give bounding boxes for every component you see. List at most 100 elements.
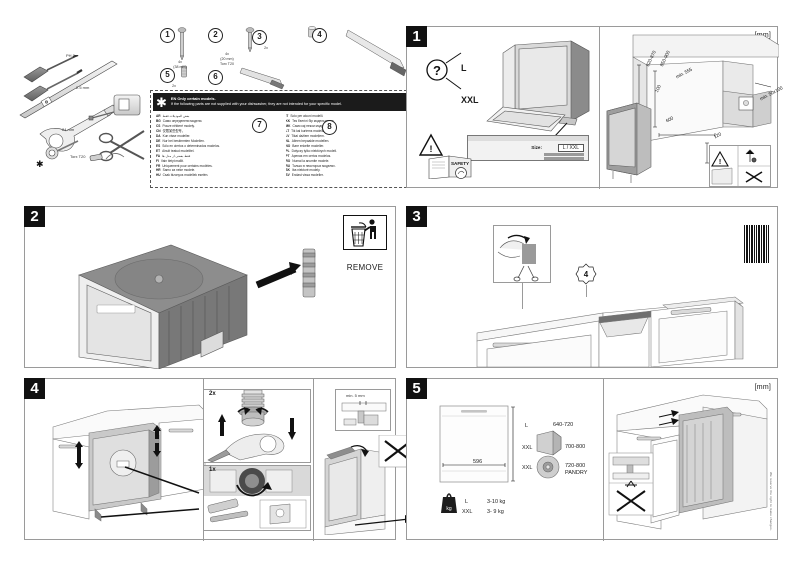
weight-size-xxl: XXL <box>462 509 473 515</box>
barcode <box>744 225 769 263</box>
remove-indicator: REMOVE <box>343 215 387 272</box>
note-body: If the following parts are not supplied … <box>170 102 342 107</box>
step-1-panel: 1 [mm] ? L XXL <box>406 26 783 189</box>
callout-1x: 1x <box>209 467 216 473</box>
step-5-panel: 5 [mm] 596 L 640-720 XXL 700-800 XXL 720… <box>406 378 778 541</box>
part-callout-2: 2 <box>208 28 223 43</box>
svg-text:kg: kg <box>446 506 452 512</box>
rating-plate: Size: L / XXL <box>467 135 589 161</box>
step-5-number: 5 <box>406 378 427 399</box>
part-callout-8: 8 <box>322 120 337 135</box>
part-4-callout-marker: 4 <box>575 263 597 285</box>
weight-range-xxl: 3- 9 kg <box>487 509 504 515</box>
part-3-qty: 2x <box>264 46 268 50</box>
size-option-l: L <box>461 63 467 73</box>
size-option-xxl: XXL <box>461 95 479 105</box>
svg-text:!: ! <box>719 159 721 166</box>
dispose-trash-icon <box>343 215 387 250</box>
weight-size-l: L <box>465 499 469 505</box>
svg-text:!: ! <box>430 144 433 154</box>
remove-label: REMOVE <box>346 263 384 272</box>
door-height-range-xxl: 700-800 <box>565 444 586 450</box>
tool-label-wrench: 24 mm <box>62 127 75 132</box>
step-4-clearance-inset: min. 5 mm <box>335 389 391 431</box>
required-tools-illustration: PH 2 2.5 mm 24 mm Torx T20 <box>18 53 158 180</box>
part-2-qty: 4x(20 mm)Torx T20 <box>220 52 234 66</box>
asterisk-marker: ✱ <box>36 159 44 169</box>
step-2-panel: 2 <box>24 206 396 369</box>
part-1-qty: 4x(38 mm) <box>173 60 187 69</box>
step-4-panel: 4 <box>24 378 417 541</box>
legal-side-note: We reserve the right to make changes. <box>769 472 773 531</box>
part-callout-5: 5 <box>160 68 175 83</box>
door-height-size-xxl2: XXL <box>522 465 533 471</box>
door-width-value: 596 <box>473 459 483 465</box>
note-title: Only certain models. <box>177 96 216 102</box>
door-height-size-l: L <box>525 423 529 429</box>
step-4-foot-adjust-inset <box>203 389 311 463</box>
weight-range-l: 3-10 kg <box>487 499 506 505</box>
weight-icon: kg <box>441 493 457 513</box>
door-height-note-pandry: PANDRY <box>565 470 588 476</box>
door-height-range-l: 640-720 <box>553 422 574 428</box>
part-5-qty: 2x <box>172 84 176 88</box>
rating-plate-caption: Size: <box>531 145 542 150</box>
door-height-size-xxl: XXL <box>522 445 533 451</box>
clearance-label: min. 5 mm <box>346 393 365 398</box>
step-4-number: 4 <box>24 378 45 399</box>
door-height-range-xxl2: 720-800 <box>565 463 586 469</box>
multilingual-note-block: ✱ EN Only certain models. If the followi… <box>150 90 412 188</box>
step-1-number: 1 <box>406 26 427 47</box>
supplied-parts-illustration <box>152 22 412 90</box>
note-banner-text: EN Only certain models. If the following… <box>171 96 342 107</box>
tool-label-torx: Torx T20 <box>70 154 86 159</box>
tool-label-flat: 2.5 mm <box>76 85 90 90</box>
step-5-units: [mm] <box>754 384 771 391</box>
svg-text:?: ? <box>433 63 441 78</box>
rating-plate-value: L / XXL <box>557 144 584 152</box>
step-3-cut-strip-inset <box>493 225 551 283</box>
note-lang-code: EN <box>170 96 177 102</box>
svg-text:4: 4 <box>584 270 589 279</box>
step-3-number: 3 <box>406 206 427 227</box>
step-2-number: 2 <box>24 206 45 227</box>
part-callout-7: 7 <box>252 118 267 133</box>
step-4-lock-inset <box>203 465 311 531</box>
part-callout-6: 6 <box>208 70 223 85</box>
note-banner: ✱ EN Only certain models. If the followi… <box>153 93 409 111</box>
safety-doc-label: SAFETY <box>451 161 469 166</box>
part-callout-3: 3 <box>252 30 267 45</box>
part-callout-4: 4 <box>312 28 327 43</box>
part-callout-1: 1 <box>160 28 175 43</box>
asterisk-icon: ✱ <box>156 94 167 110</box>
step-3-panel: 3 4 <box>406 206 778 368</box>
callout-2x: 2x <box>209 391 216 397</box>
